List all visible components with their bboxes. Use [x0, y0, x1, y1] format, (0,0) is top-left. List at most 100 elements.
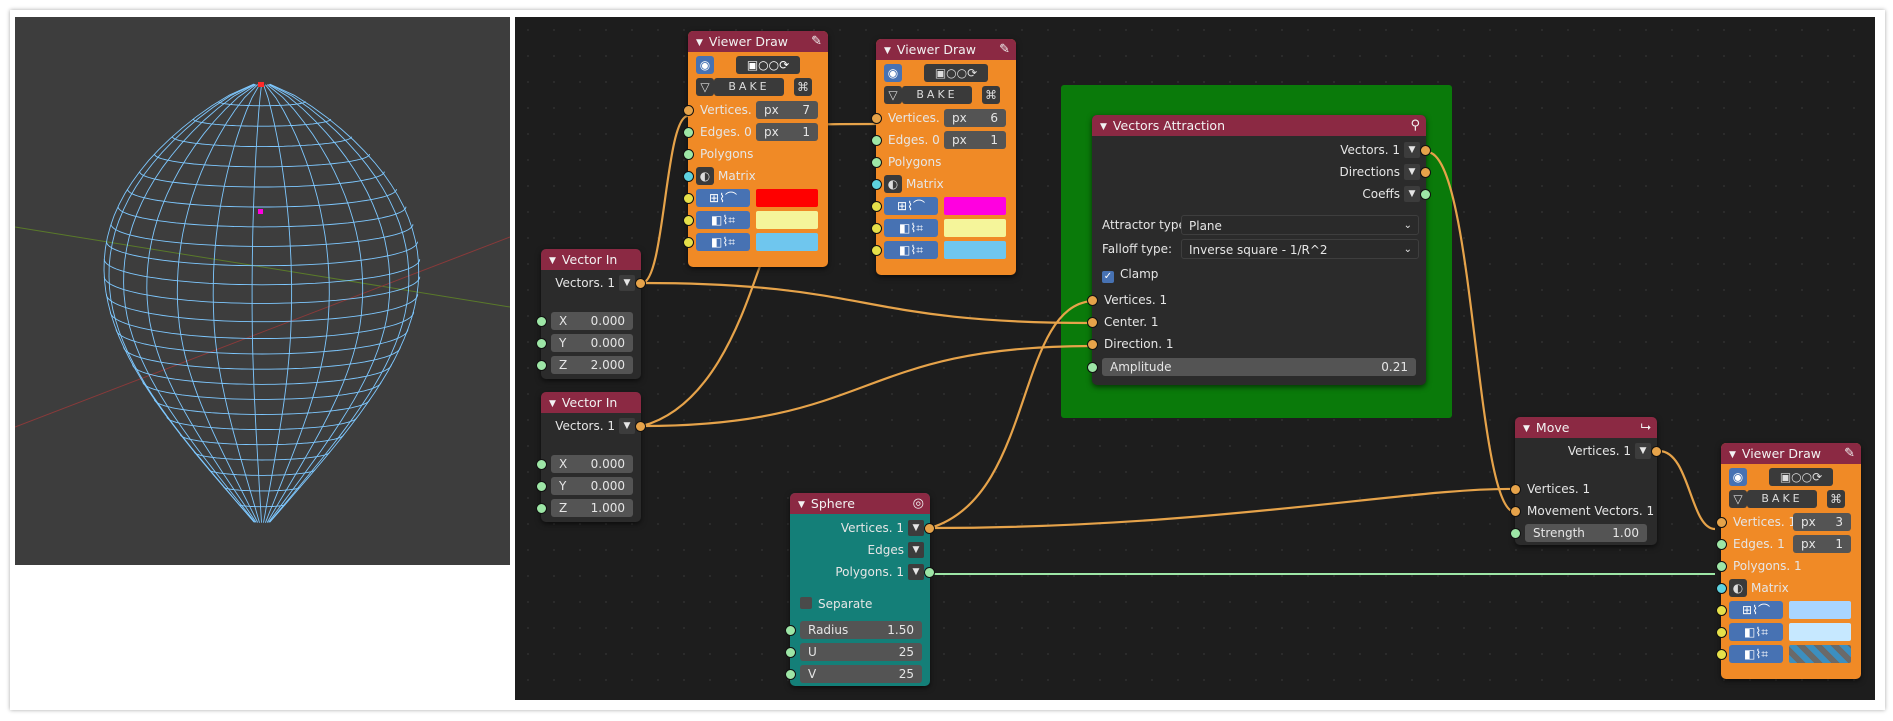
bake-button[interactable]: BAKE — [714, 78, 784, 96]
pencil-icon[interactable]: ✎ — [999, 42, 1010, 57]
socket[interactable] — [871, 179, 882, 190]
socket[interactable] — [536, 316, 547, 327]
cube-icon[interactable]: ▣○○⟳ — [1769, 468, 1833, 486]
socket[interactable] — [871, 135, 882, 146]
dropdown-arrow-icon[interactable]: ▼ — [619, 418, 635, 434]
magnet-icon[interactable]: ⚲ — [1410, 118, 1420, 133]
dropdown-arrow-icon[interactable]: ▼ — [619, 275, 635, 291]
eye-icon[interactable]: ◉ — [696, 56, 714, 74]
socket[interactable] — [536, 459, 547, 470]
move-axes-icon[interactable]: ⮡ — [1640, 420, 1651, 435]
play-icon[interactable]: ▽ — [1729, 490, 1747, 508]
socket[interactable] — [871, 201, 882, 212]
socket[interactable] — [536, 338, 547, 349]
pencil-icon[interactable]: ✎ — [811, 34, 822, 49]
socket[interactable] — [1716, 605, 1727, 616]
eye-icon[interactable]: ◉ — [884, 64, 902, 82]
socket[interactable] — [1716, 561, 1727, 572]
socket[interactable] — [924, 567, 935, 578]
node-header[interactable]: ▼Sphere◎ — [790, 493, 930, 514]
edge-mode-icon[interactable]: ◧⌇⌗ — [1729, 623, 1783, 641]
socket[interactable] — [536, 360, 547, 371]
edge-color-swatch[interactable] — [756, 211, 818, 229]
socket[interactable] — [1651, 446, 1662, 457]
socket[interactable] — [871, 223, 882, 234]
socket[interactable] — [683, 193, 694, 204]
socket[interactable] — [1716, 627, 1727, 638]
face-color-swatch[interactable] — [1789, 645, 1851, 663]
node-header[interactable]: ▼Move⮡ — [1515, 417, 1657, 438]
node-header[interactable]: ▼Viewer Draw✎ — [1721, 443, 1861, 464]
socket[interactable] — [1087, 317, 1098, 328]
node-header[interactable]: ▼Viewer Draw✎ — [688, 31, 828, 52]
socket[interactable] — [683, 127, 694, 138]
socket[interactable] — [1716, 583, 1727, 594]
cube-icon[interactable]: ▣○○⟳ — [736, 56, 800, 74]
dropdown-arrow-icon[interactable]: ▼ — [908, 542, 924, 558]
matrix-icon[interactable]: ◐ — [1729, 579, 1747, 597]
face-mode-icon[interactable]: ◧⌇⌗ — [1729, 645, 1783, 663]
socket[interactable] — [1510, 528, 1521, 539]
viewer-draw-node-3[interactable]: ▼Viewer Draw✎ ◉ ▣○○⟳ ▽ BAKE ⌘ Vertices. … — [1716, 443, 1861, 679]
move-node[interactable]: ▼Move⮡ Vertices. 1▼ Vertices. 1 Movement… — [1510, 417, 1662, 545]
clamp-checkbox[interactable]: ✓Clamp — [1102, 267, 1159, 283]
matrix-icon[interactable]: ◐ — [884, 175, 902, 193]
falloff-type-select[interactable]: Inverse square - 1/R^2⌄ — [1181, 239, 1419, 259]
socket[interactable] — [1087, 362, 1098, 373]
node-header[interactable]: ▼Vectors Attraction⚲ — [1092, 115, 1426, 136]
focus-icon[interactable]: ⌘ — [794, 78, 812, 96]
face-color-swatch[interactable] — [756, 233, 818, 251]
dropdown-arrow-icon[interactable]: ▼ — [1404, 142, 1420, 158]
socket[interactable] — [871, 245, 882, 256]
socket[interactable] — [1420, 167, 1431, 178]
edge-color-swatch[interactable] — [944, 219, 1006, 237]
socket[interactable] — [683, 105, 694, 116]
node-header[interactable]: ▼Vector In — [541, 392, 641, 413]
socket[interactable] — [683, 215, 694, 226]
edge-color-swatch[interactable] — [1789, 623, 1851, 641]
socket[interactable] — [536, 481, 547, 492]
dropdown-arrow-icon[interactable]: ▼ — [908, 520, 924, 536]
edge-mode-icon[interactable]: ◧⌇⌗ — [696, 211, 750, 229]
socket[interactable] — [536, 503, 547, 514]
dropdown-arrow-icon[interactable]: ▼ — [1404, 164, 1420, 180]
socket[interactable] — [1716, 539, 1727, 550]
sphere-node[interactable]: ▼Sphere◎ Vertices. 1▼ Edges▼ Polygons. 1… — [785, 493, 935, 686]
node-editor[interactable]: ▼Viewer Draw✎ ◉ ▣○○⟳ ▽ BAKE ⌘ Vertices. … — [515, 17, 1875, 700]
socket[interactable] — [1087, 339, 1098, 350]
separate-checkbox[interactable]: Separate — [800, 594, 872, 614]
matrix-icon[interactable]: ◐ — [696, 167, 714, 185]
socket[interactable] — [1716, 517, 1727, 528]
vertex-color-swatch[interactable] — [1789, 601, 1851, 619]
socket[interactable] — [1510, 484, 1521, 495]
socket[interactable] — [1087, 295, 1098, 306]
focus-icon[interactable]: ⌘ — [1827, 490, 1845, 508]
dropdown-arrow-icon[interactable]: ▼ — [1635, 443, 1651, 459]
viewer-draw-node-2[interactable]: ▼Viewer Draw✎ ◉ ▣○○⟳ ▽ BAKE ⌘ Vertices. … — [871, 39, 1016, 275]
socket[interactable] — [785, 647, 796, 658]
socket[interactable] — [1716, 649, 1727, 660]
vertex-color-swatch[interactable] — [944, 197, 1006, 215]
socket[interactable] — [683, 237, 694, 248]
attractor-type-select[interactable]: Plane⌄ — [1181, 215, 1419, 235]
face-mode-icon[interactable]: ◧⌇⌗ — [884, 241, 938, 259]
socket[interactable] — [1420, 145, 1431, 156]
sphere-icon[interactable]: ◎ — [912, 496, 924, 511]
socket[interactable] — [683, 149, 694, 160]
face-color-swatch[interactable] — [944, 241, 1006, 259]
socket[interactable] — [785, 625, 796, 636]
